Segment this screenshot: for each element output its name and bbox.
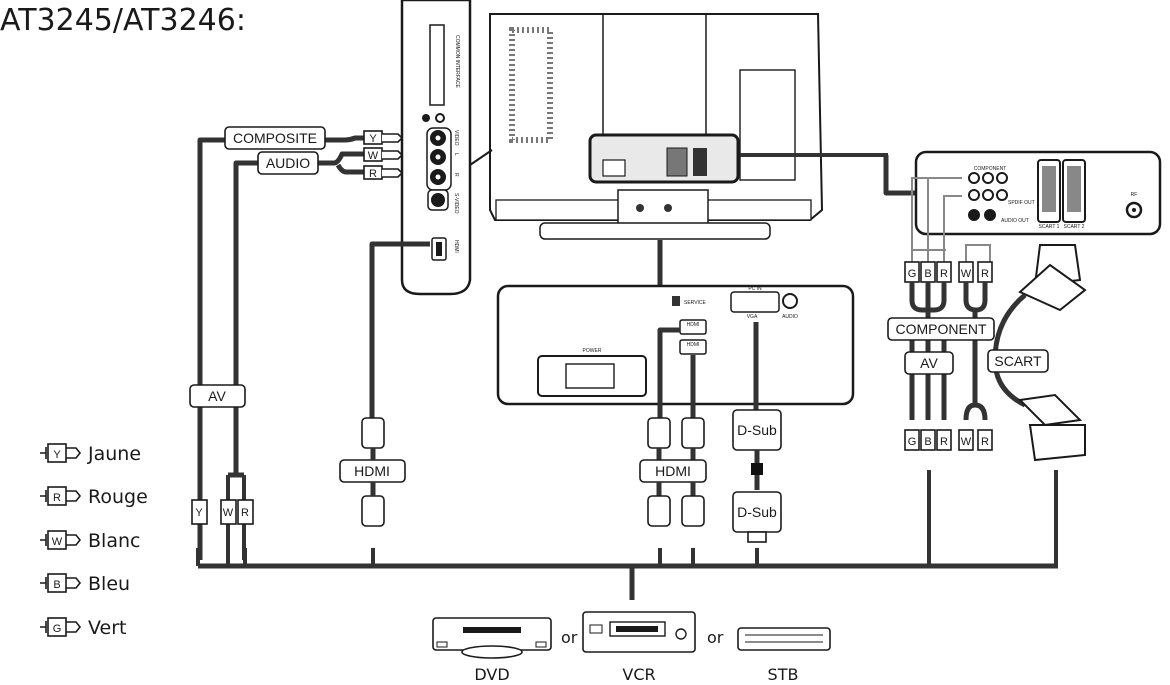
or-label-1: or <box>561 628 578 647</box>
bus-lines <box>196 470 1058 596</box>
hdmi-bottom-text: HDMI <box>655 463 691 479</box>
power-label: POWER <box>583 348 602 354</box>
r-label: R <box>453 173 459 177</box>
comp-bottom-b: B <box>924 436 931 448</box>
composite-cable-label <box>224 126 326 150</box>
or-label-2: or <box>707 628 724 647</box>
av-plug-r: R <box>241 507 249 519</box>
vcr-label: VCR <box>622 665 655 684</box>
plug-w-top: W <box>368 150 379 162</box>
common-interface-label: COMMON INTERFACE <box>454 35 460 88</box>
legend-letter-w: W <box>52 536 63 548</box>
hdmi2-port[interactable] <box>679 339 707 355</box>
audio-out-label: AUDIO OUT <box>1001 218 1029 224</box>
hdmi1-port[interactable] <box>679 319 707 335</box>
side-panel: COMMON INTERFACE VIDEO L R S-VIDEO HDMI <box>400 0 472 296</box>
rf-label: RF <box>1131 192 1138 198</box>
legend-letter-y: Y <box>53 449 61 461</box>
legend-item-yellow: Y Jaune <box>40 443 141 465</box>
legend-item-red: R Rouge <box>40 486 148 508</box>
audio-bottom-w: W <box>961 436 972 448</box>
av-plug-w: W <box>223 507 234 519</box>
legend-item-white: W Blanc <box>40 530 140 552</box>
comp-top-b: B <box>924 268 931 280</box>
audio-text: AUDIO <box>266 155 310 171</box>
av-plugs: Y W R <box>191 499 254 525</box>
vcr-icon <box>582 611 696 653</box>
legend-item-blue: B Bleu <box>40 573 130 595</box>
hdmi-bottom-cables: HDMI <box>639 327 707 527</box>
spdif-label: SPDIF OUT <box>1008 200 1035 206</box>
left-cables <box>197 135 430 560</box>
pc-in-label: PC IN <box>748 286 762 292</box>
legend-label-rouge: Rouge <box>88 486 148 508</box>
hdmi-side-cable: HDMI <box>339 417 406 527</box>
comp-top-r: R <box>940 268 948 280</box>
av-plug-y: Y <box>195 507 203 519</box>
l-label: L <box>453 153 459 156</box>
service-label: SERVICE <box>684 300 707 306</box>
vga-port[interactable] <box>730 291 780 313</box>
dsub-bottom-text: D-Sub <box>737 504 777 520</box>
dvd-player-icon <box>432 617 552 659</box>
dvd-label: DVD <box>474 665 509 684</box>
legend-letter-b: B <box>53 579 60 591</box>
audio-cable-label <box>257 151 319 175</box>
vga-label: VGA <box>747 314 758 320</box>
comp-bottom-r: R <box>940 436 948 448</box>
scart-cable-text: SCART <box>994 353 1042 369</box>
diagram-title: AT3245/AT3246: <box>0 3 246 38</box>
bottom-panel: SERVICE PC IN VGA AUDIO HDMI HDMI POWER <box>496 284 855 406</box>
video-label: VIDEO <box>453 130 459 146</box>
scart2-label: SCART 2 <box>1064 224 1085 230</box>
composite-text: COMPOSITE <box>233 130 317 146</box>
audio-top-w: W <box>961 268 972 280</box>
side-plugs: Y W R <box>363 130 404 180</box>
tv-rear <box>489 13 824 240</box>
dsub-cable: D-Sub D-Sub <box>732 322 782 543</box>
component-cable-text: COMPONENT <box>896 321 987 337</box>
comp-top-g: G <box>908 268 917 280</box>
plug-y-top: Y <box>369 133 377 145</box>
audio-top-r: R <box>981 268 989 280</box>
av-left-text: AV <box>208 388 226 404</box>
stb-label: STB <box>768 665 799 684</box>
component-port-label: COMPONENT <box>974 166 1007 172</box>
scart-cable: SCART <box>987 244 1087 462</box>
plug-r-top: R <box>369 168 377 180</box>
av-left-label <box>189 384 246 408</box>
component-cables: G B R W R COMPONENT AV G B R W R <box>887 177 995 451</box>
hdmi2-label: HDMI <box>687 342 700 348</box>
audio-bottom-r: R <box>981 436 989 448</box>
color-legend: Y Jaune R Rouge W Blanc B Bleu <box>40 443 148 639</box>
hdmi1-label: HDMI <box>687 322 700 328</box>
legend-label-jaune: Jaune <box>87 443 141 465</box>
right-panel: COMPONENT SPDIF OUT AUDIO OUT SCART 1 SC… <box>914 150 1162 236</box>
side-hdmi-label: HDMI <box>453 240 459 253</box>
av-right-text: AV <box>920 355 938 371</box>
legend-item-green: G Vert <box>40 617 126 639</box>
legend-letter-r: R <box>53 492 61 504</box>
legend-label-blanc: Blanc <box>88 530 140 552</box>
hdmi-side-text: HDMI <box>354 463 390 479</box>
s-video-jack[interactable] <box>431 193 445 207</box>
dsub-top-text: D-Sub <box>737 422 777 438</box>
legend-label-bleu: Bleu <box>88 573 130 595</box>
pc-audio-port[interactable] <box>782 293 798 309</box>
s-video-label: S-VIDEO <box>453 193 459 214</box>
legend-label-vert: Vert <box>88 617 126 639</box>
comp-bottom-g: G <box>908 436 917 448</box>
pc-audio-label: AUDIO <box>782 314 798 320</box>
stb-icon <box>737 627 831 651</box>
scart1-label: SCART 1 <box>1039 224 1060 230</box>
legend-letter-g: G <box>53 623 62 635</box>
